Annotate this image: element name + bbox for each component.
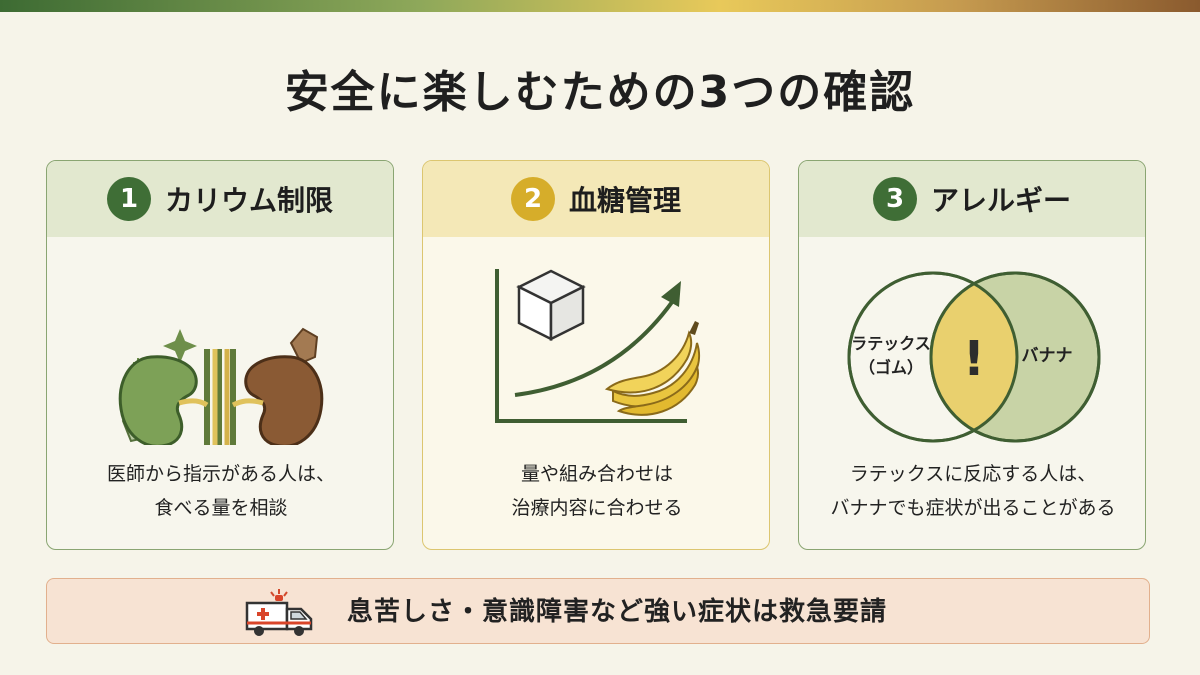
card-description: ラテックスに反応する人は、 バナナでも症状が出ることがある — [830, 463, 1116, 519]
card-title: 血糖管理 — [568, 184, 681, 217]
card-title: カリウム制限 — [164, 184, 333, 217]
step-number-badge: 3 — [872, 177, 917, 221]
card-description: 量や組み合わせは 治療内容に合わせる — [511, 463, 683, 519]
card-header: 2 血糖管理 — [423, 161, 769, 237]
ambulance-icon — [245, 589, 313, 636]
venn-left-sublabel: （ゴム） — [859, 358, 923, 377]
emergency-banner: 息苦しさ・意識障害など強い症状は救急要請 — [46, 578, 1150, 644]
card-description: 医師から指示がある人は、 食べる量を相談 — [106, 463, 335, 519]
step-number-badge: 1 — [106, 177, 151, 221]
kidney-icon — [118, 327, 324, 445]
card-potassium: 1 カリウム制限 医師から指示がある人は、 食べる量を相談 — [46, 160, 394, 550]
card-title: アレルギー — [930, 184, 1071, 217]
card-header: 1 カリウム制限 — [47, 161, 393, 237]
card-header: 3 アレルギー — [799, 161, 1145, 237]
venn-left-label: ラテックス — [851, 334, 931, 353]
venn-right-label: バナナ — [1022, 346, 1073, 366]
step-number-badge: 2 — [510, 177, 555, 221]
card-allergy: 3 アレルギー ! ラテックス （ゴム） バナナ ラテックスに反応する人は、 バ… — [798, 160, 1146, 550]
venn-diagram-icon: ! ラテックス （ゴム） バナナ — [847, 271, 1101, 443]
page-title: 安全に楽しむための3つの確認 — [284, 67, 916, 118]
venn-center-mark: ! — [963, 331, 985, 387]
emergency-text: 息苦しさ・意識障害など強い症状は救急要請 — [347, 597, 888, 627]
top-gradient-bar — [0, 0, 1200, 12]
sugar-cube-banana-graph-icon — [495, 269, 701, 423]
card-blood-sugar: 2 血糖管理 量や組み合わせは 治療内容に合わせる — [422, 160, 770, 550]
